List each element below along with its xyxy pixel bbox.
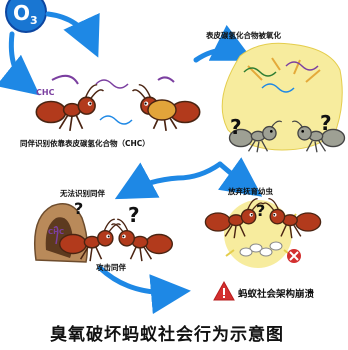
panel-healthy-ants — [36, 76, 199, 131]
warning-triangle-icon — [214, 282, 234, 300]
cross-icon — [287, 249, 301, 263]
caption-attack: 攻击同伴 — [96, 262, 126, 273]
chc-label-cave: CHC — [48, 228, 64, 236]
panel-abandon-brood — [205, 199, 320, 268]
svg-text:O: O — [13, 1, 30, 25]
caption-recognition: 同伴识别依靠表皮碳氢化合物（CHC） — [20, 138, 150, 149]
panel-oxidized — [222, 43, 344, 152]
caption-collapse: 蚂蚁社会架构崩溃 — [238, 286, 314, 300]
caption-oxidized: 表皮碳氢化合物被氧化 — [206, 30, 281, 41]
svg-text:3: 3 — [30, 14, 38, 27]
main-title: 臭氧破坏蚂蚁社会行为示意图 — [50, 320, 284, 345]
caption-cannot-recognize: 无法识别同伴 — [60, 188, 105, 199]
caption-abandon-brood: 放弃抚育幼虫 — [228, 186, 273, 197]
ozone-molecule-icon: O 3 — [6, 0, 46, 32]
chc-label-top: CHC — [36, 88, 54, 97]
